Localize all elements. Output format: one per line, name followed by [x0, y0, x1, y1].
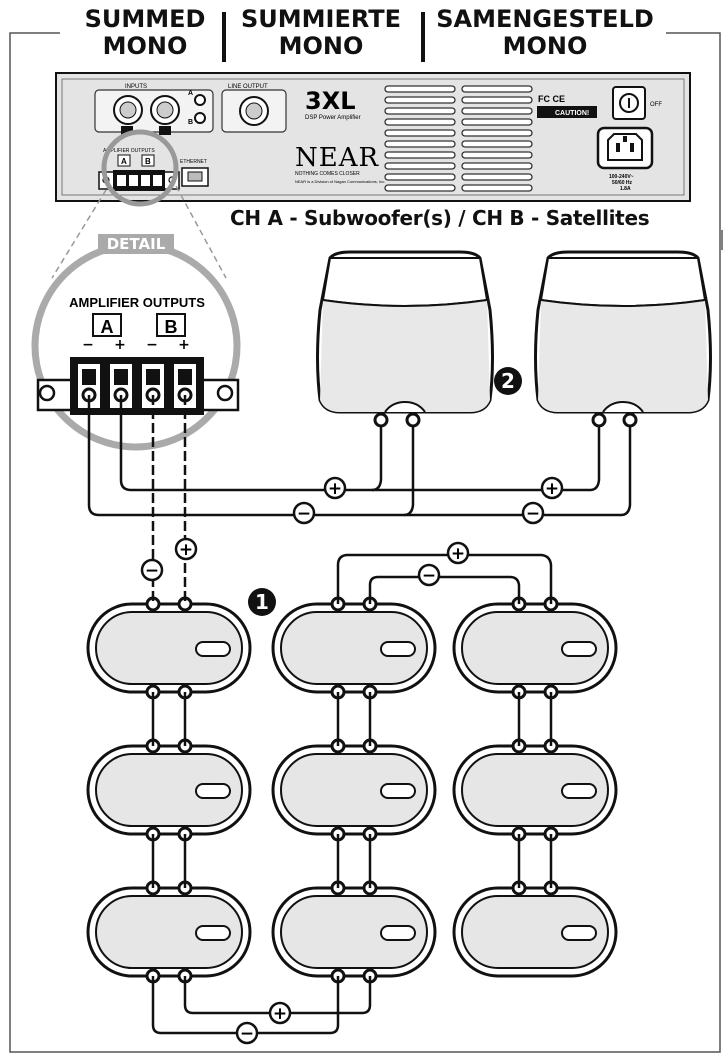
- satellite-speaker-1: [316, 250, 494, 414]
- satellite-terminals: [373, 412, 638, 428]
- brand-tagline: NOTHING COMES CLOSER: [295, 171, 360, 177]
- detail-ch-a: A: [101, 317, 114, 337]
- plus-badge: +: [268, 1001, 292, 1025]
- detail-pol-2: +: [114, 337, 126, 353]
- input-b-small: B: [188, 119, 193, 126]
- amplifier-rear-panel: INPUTS A B LINE OUTPUT 3XL DSP Power Amp…: [55, 72, 691, 202]
- detail-pol-4: +: [178, 337, 190, 353]
- header-line-1: SUMMED: [84, 5, 206, 33]
- polarity-symbol: −: [297, 504, 311, 524]
- off-label: OFF: [650, 102, 662, 108]
- polarity-symbol: +: [545, 479, 559, 499]
- small-a: A: [121, 157, 127, 166]
- minus-badge: −: [140, 558, 164, 582]
- plus-badge: +: [540, 476, 564, 500]
- subwoofer-cabinet: [86, 880, 252, 984]
- bass-port: [380, 925, 416, 941]
- callout-2-text: 2: [501, 369, 515, 393]
- bass-port: [195, 641, 231, 657]
- caution-text: CAUTION!: [555, 110, 589, 117]
- detail-badge-text: DETAIL: [107, 235, 166, 253]
- minus-badge: −: [521, 501, 545, 525]
- polarity-symbol: −: [145, 561, 159, 581]
- callout-1-text: 1: [255, 590, 269, 614]
- header-line-2: MONO: [102, 32, 188, 60]
- subwoofer-cabinet: [452, 596, 618, 700]
- minus-badge: −: [417, 563, 441, 587]
- inputs-label: INPUTS: [125, 84, 147, 90]
- subwoofer-cabinet: [86, 738, 252, 842]
- header-line-1: SUMMIERTE: [240, 5, 402, 33]
- zoom-guide-right: [175, 185, 227, 279]
- detail-ch-a-box: [92, 313, 122, 337]
- brand-division: NEAR is a Division of Nagan Communicatio…: [295, 179, 385, 184]
- bass-port: [195, 783, 231, 799]
- power-spec-2: 50/60 Hz: [612, 180, 633, 186]
- subwoofer-grid: [86, 596, 618, 984]
- bass-port: [195, 925, 231, 941]
- brand-logo: NEAR: [295, 143, 380, 173]
- detail-pol-3: −: [146, 337, 158, 353]
- plus-badge: +: [323, 476, 347, 500]
- header-summierte-mono: SUMMIERTE MONO: [228, 6, 414, 60]
- polarity-symbol: +: [328, 479, 342, 499]
- polarity-symbol: −: [240, 1024, 254, 1044]
- detail-badge: [98, 234, 174, 254]
- minus-badge: −: [235, 1021, 259, 1045]
- model-name: 3XL: [305, 87, 356, 115]
- vent-slots: [384, 85, 533, 192]
- bass-port: [561, 641, 597, 657]
- small-outputs-label: AMPLIFIER OUTPUTS: [103, 148, 155, 154]
- ethernet-label: ETHERNET: [180, 159, 207, 165]
- subwoofer-cabinet: [271, 596, 437, 700]
- subwoofer-cabinet: [86, 596, 252, 700]
- bass-port: [561, 925, 597, 941]
- zoom-guide-left: [51, 189, 107, 279]
- power-spec-1: 100-240V~: [609, 174, 634, 180]
- regulatory-marks: FC CE: [538, 94, 565, 104]
- subwoofer-cabinet: [271, 880, 437, 984]
- minus-badge: −: [292, 501, 316, 525]
- callout-2: [494, 367, 522, 395]
- line-output-label: LINE OUTPUT: [228, 84, 268, 90]
- bass-port: [380, 641, 416, 657]
- channel-assignment-label: CH A - Subwoofer(s) / CH B - Satellites: [230, 206, 650, 230]
- plus-badge: +: [174, 537, 198, 561]
- subwoofer-cabinet: [271, 738, 437, 842]
- frame: [9, 32, 723, 1053]
- detail-circle: [31, 241, 241, 451]
- header-line-1: SAMENGESTELD: [436, 5, 654, 33]
- polarity-symbol: +: [273, 1004, 287, 1024]
- subwoofer-cabinet: [452, 880, 618, 978]
- caution-label: [537, 106, 597, 118]
- plus-badge: +: [446, 541, 470, 565]
- bass-port: [561, 783, 597, 799]
- power-spec-3: 1.8A: [620, 186, 631, 192]
- detail-ch-b-box: [156, 313, 186, 337]
- model-subtitle: DSP Power Amplifier: [305, 115, 361, 121]
- satellite-speaker-2: [534, 250, 712, 414]
- small-b: B: [145, 157, 151, 166]
- polarity-symbol: +: [179, 540, 193, 560]
- header-line-2: MONO: [502, 32, 588, 60]
- polarity-symbol: −: [422, 566, 436, 586]
- detail-pol-1: −: [82, 337, 94, 353]
- detail-ch-b: B: [165, 317, 178, 337]
- header-samengesteld-mono: SAMENGESTELD MONO: [430, 6, 660, 60]
- zoom-source-circle: [101, 129, 179, 207]
- bass-port: [380, 783, 416, 799]
- detail-title: AMPLIFIER OUTPUTS: [69, 295, 205, 310]
- callout-1: [248, 588, 276, 616]
- header-line-2: MONO: [278, 32, 364, 60]
- polarity-symbol: −: [526, 504, 540, 524]
- polarity-badges: ++−−−++−+−: [140, 476, 564, 1045]
- input-a-small: A: [188, 90, 193, 97]
- header-summed-mono: SUMMED MONO: [70, 6, 220, 60]
- detail-terminal-block: [36, 357, 240, 415]
- polarity-symbol: +: [451, 544, 465, 564]
- subwoofer-cabinet: [452, 738, 618, 842]
